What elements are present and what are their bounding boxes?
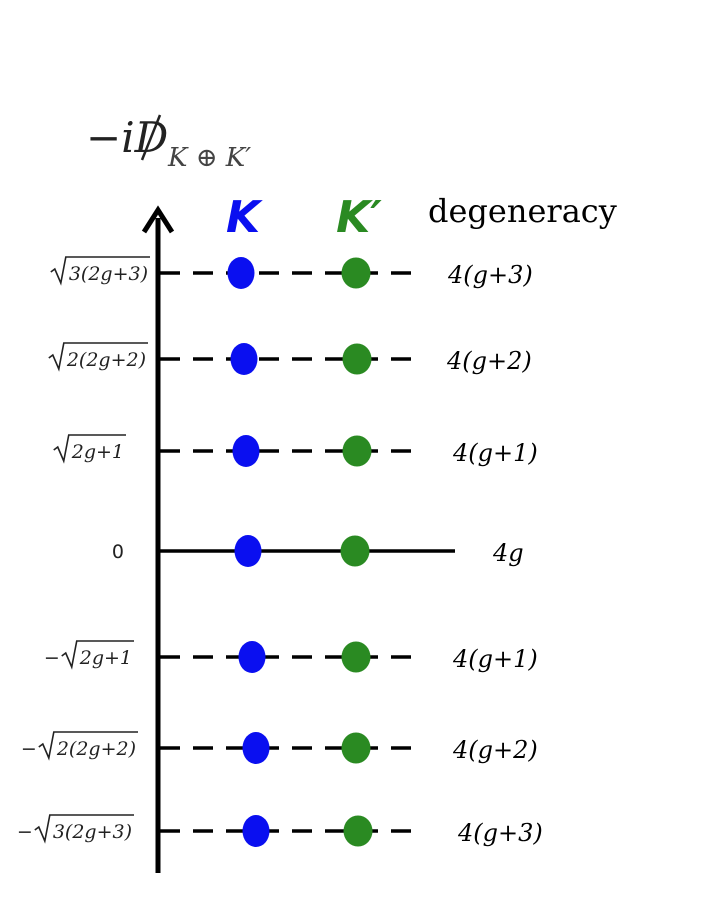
energy-level: 4(g+2) 2(2g+2)	[48, 342, 532, 375]
radical-sign	[38, 731, 138, 761]
dirac-slash	[140, 114, 162, 161]
operator-label: −iD K ⊕ K′	[86, 113, 251, 173]
degeneracy-label: 4(g+3)	[457, 819, 543, 847]
energy-level: 4(g+3) 3(2g+3)−	[17, 814, 543, 847]
operator-subscript-b: K′	[225, 143, 251, 173]
k-column-header: K	[226, 192, 263, 243]
eigenvalue-label: 0	[112, 541, 124, 563]
kprime-state-dot	[342, 343, 372, 375]
eigenvalue-radicand: 2(2g+2)	[66, 349, 146, 371]
eigenvalue-label: 3(2g+3)	[50, 256, 150, 286]
eigenvalue-radicand: 2g+1	[71, 441, 124, 463]
eigenvalue-radicand: 2g+1	[79, 647, 132, 669]
radical-sign	[34, 814, 134, 844]
k-state-dot	[232, 435, 260, 467]
radical-sign	[50, 256, 150, 286]
eigenvalue-label: 2g+1−	[44, 640, 134, 670]
k-state-dot	[238, 641, 266, 673]
energy-levels: 4(g+3)3(2g+3)4(g+2)2(2g+2)4(g+1)2g+14g04…	[17, 256, 543, 847]
k-state-dot	[227, 257, 255, 289]
energy-level: 4(g+2) 2(2g+2)−	[21, 731, 538, 764]
operator-subscript-a: K	[167, 143, 189, 173]
eigenvalue-radicand: 3(2g+3)	[53, 821, 132, 843]
degeneracy-label: 4(g+2)	[452, 736, 538, 764]
eigenvalue-sign: −	[21, 738, 37, 760]
eigenvalue-sign: −	[17, 821, 33, 843]
kprime-state-dot	[343, 815, 373, 847]
degeneracy-label: 4(g+1)	[452, 645, 538, 673]
kprime-state-dot	[342, 435, 372, 467]
degeneracy-label: 4(g+3)	[447, 261, 533, 289]
eigenvalue-label: 2g+1	[53, 434, 126, 464]
svg-text:K ⊕ K′: K ⊕ K′	[167, 143, 251, 173]
eigenvalue-radicand: 2(2g+2)	[56, 738, 136, 760]
operator-prefix: −i	[86, 113, 135, 162]
energy-level: 4(g+3) 3(2g+3)	[50, 256, 533, 289]
energy-level: 4(g+1) 2g+1−	[44, 640, 538, 673]
operator-subscript-op: ⊕	[196, 143, 218, 173]
k-state-dot	[230, 343, 258, 375]
svg-text:−iD: −iD	[86, 113, 168, 162]
eigenvalue-label: 3(2g+3)−	[17, 814, 134, 844]
degeneracy-label: 4(g+1)	[452, 439, 538, 467]
energy-level: 4g 0	[112, 535, 524, 567]
energy-axis	[141, 205, 175, 873]
energy-level: 4(g+1) 2g+1	[53, 434, 538, 467]
eigenvalue-label: 2(2g+2)	[48, 342, 148, 372]
k-state-dot	[234, 535, 262, 567]
radical-sign	[61, 640, 134, 670]
radical-sign	[53, 434, 126, 464]
kprime-column-header: K′	[336, 192, 382, 243]
radical-sign	[48, 342, 148, 372]
degeneracy-label: 4g	[492, 539, 524, 567]
kprime-state-dot	[341, 732, 371, 764]
eigenvalue-label: 2(2g+2)−	[21, 731, 138, 761]
k-state-dot	[242, 815, 270, 847]
kprime-state-dot	[341, 257, 371, 289]
kprime-state-dot	[341, 641, 371, 673]
eigenvalue-radicand: 3(2g+3)	[69, 263, 148, 285]
kprime-state-dot	[340, 535, 370, 567]
degeneracy-label: 4(g+2)	[446, 347, 532, 375]
k-state-dot	[242, 732, 270, 764]
degeneracy-header: degeneracy	[428, 192, 617, 230]
eigenvalue-sign: −	[44, 647, 60, 669]
